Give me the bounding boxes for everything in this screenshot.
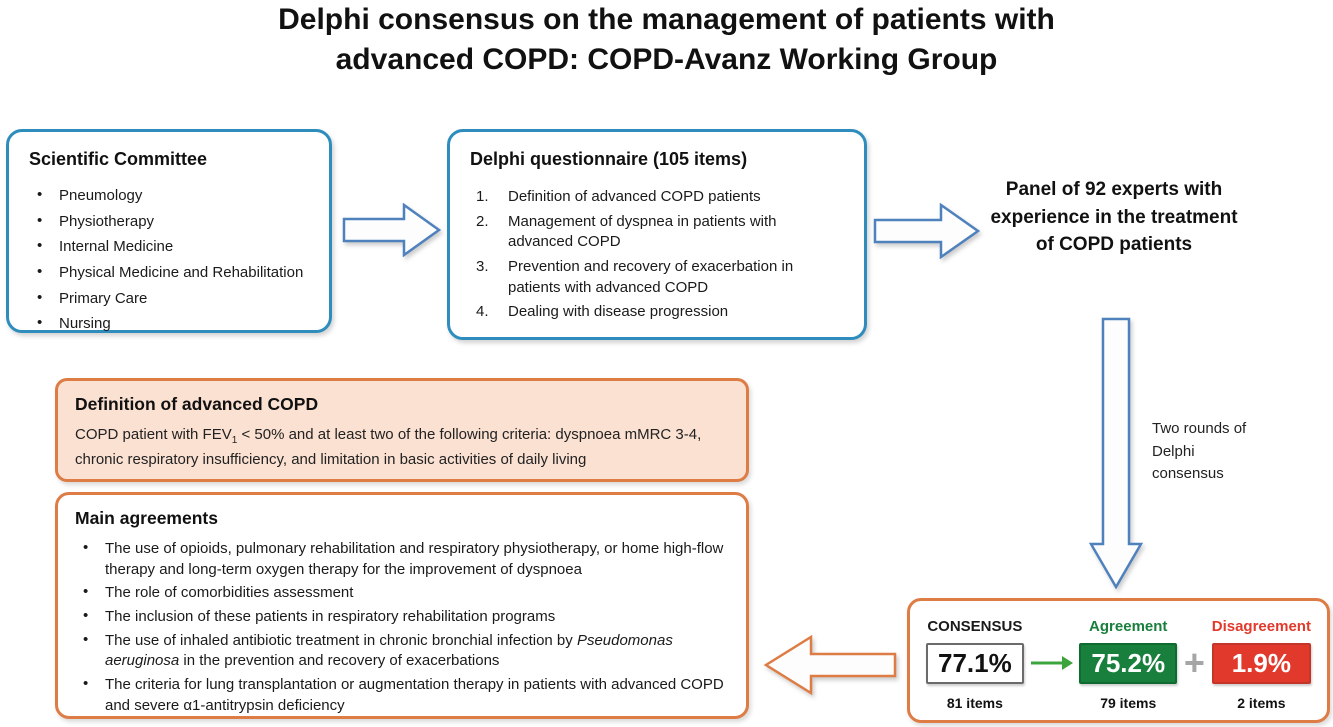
agreement-item: The criteria for lung transplantation or… bbox=[83, 674, 729, 716]
definition-body: COPD patient with FEV1 < 50% and at leas… bbox=[75, 424, 729, 470]
disagreement-value: 1.9% bbox=[1211, 642, 1311, 684]
arrow-down-icon bbox=[1089, 317, 1143, 589]
agreement-label: Agreement bbox=[1089, 618, 1168, 635]
agreement-item: The use of inhaled antibiotic treatment … bbox=[83, 630, 729, 672]
agreement-item: The use of opioids, pulmonary rehabilita… bbox=[83, 538, 729, 580]
consensus-results-box: CONSENSUS Agreement Disagreement 77.1% 7… bbox=[907, 598, 1330, 723]
delphi-questionnaire-box: Delphi questionnaire (105 items) Definit… bbox=[447, 129, 867, 340]
scientific-committee-title: Scientific Committee bbox=[29, 149, 208, 169]
agreement-value: 75.2% bbox=[1079, 642, 1178, 684]
committee-item: Internal Medicine bbox=[37, 236, 309, 258]
definition-box: Definition of advanced COPD COPD patient… bbox=[55, 378, 749, 482]
definition-fev-subscript: 1 bbox=[231, 435, 238, 446]
consensus-grid: CONSENSUS Agreement Disagreement 77.1% 7… bbox=[910, 601, 1327, 720]
green-arrow-icon bbox=[1030, 656, 1073, 670]
figure-title-line1: Delphi consensus on the management of pa… bbox=[278, 3, 1055, 36]
committee-item: Pneumology bbox=[37, 185, 309, 207]
agreement-item: The inclusion of these patients in respi… bbox=[83, 606, 729, 628]
questionnaire-item: Management of dyspnea in patients with a… bbox=[476, 212, 777, 251]
consensus-label: CONSENSUS bbox=[927, 618, 1023, 635]
agreements-list: The use of opioids, pulmonary rehabilita… bbox=[75, 538, 729, 717]
scientific-committee-box: Scientific Committee PneumologyPhysiothe… bbox=[6, 129, 332, 335]
figure-title: Delphi consensus on the management of pa… bbox=[0, 0, 1333, 80]
committee-list: PneumologyPhysiotherapyInternal Medicine… bbox=[29, 185, 309, 335]
delphi-questionnaire-title: Delphi questionnaire (105 items) bbox=[470, 149, 748, 169]
arrow-right-icon bbox=[342, 203, 442, 257]
questionnaire-item: Prevention and recovery of exacerbation … bbox=[476, 257, 794, 296]
committee-item: Physical Medicine and Rehabilitation bbox=[37, 262, 309, 284]
main-agreements-title: Main agreements bbox=[75, 508, 218, 528]
agreement-caption: 79 items bbox=[1100, 695, 1157, 711]
panel-of-experts-text: Panel of 92 experts with experience in t… bbox=[990, 179, 1238, 256]
disagreement-label: Disagreement bbox=[1211, 618, 1311, 635]
questionnaire-item: Definition of advanced COPD patients bbox=[476, 187, 761, 207]
agreement-item: The role of comorbidities assessment bbox=[83, 582, 729, 604]
arrow-left-icon bbox=[763, 634, 897, 696]
arrow-right-icon bbox=[873, 203, 981, 259]
questionnaire-item: Dealing with disease progression bbox=[476, 302, 729, 322]
plus-sign: + bbox=[1183, 642, 1205, 683]
committee-item: Primary Care bbox=[37, 288, 309, 310]
definition-body-suffix: < 50% and at least two of the following … bbox=[75, 426, 702, 468]
main-agreements-box: Main agreements The use of opioids, pulm… bbox=[55, 492, 749, 719]
committee-item: Physiotherapy bbox=[37, 211, 309, 233]
consensus-caption: 81 items bbox=[946, 695, 1003, 711]
definition-title: Definition of advanced COPD bbox=[75, 394, 319, 414]
disagreement-caption: 2 items bbox=[1237, 695, 1286, 711]
two-rounds-text: Two rounds of Delphi consensus bbox=[1152, 420, 1247, 482]
committee-item: Nursing bbox=[37, 313, 309, 335]
consensus-value: 77.1% bbox=[926, 642, 1024, 684]
definition-body-prefix: COPD patient with FEV bbox=[75, 426, 232, 443]
figure-title-line2: advanced COPD: COPD-Avanz Working Group bbox=[335, 42, 998, 76]
